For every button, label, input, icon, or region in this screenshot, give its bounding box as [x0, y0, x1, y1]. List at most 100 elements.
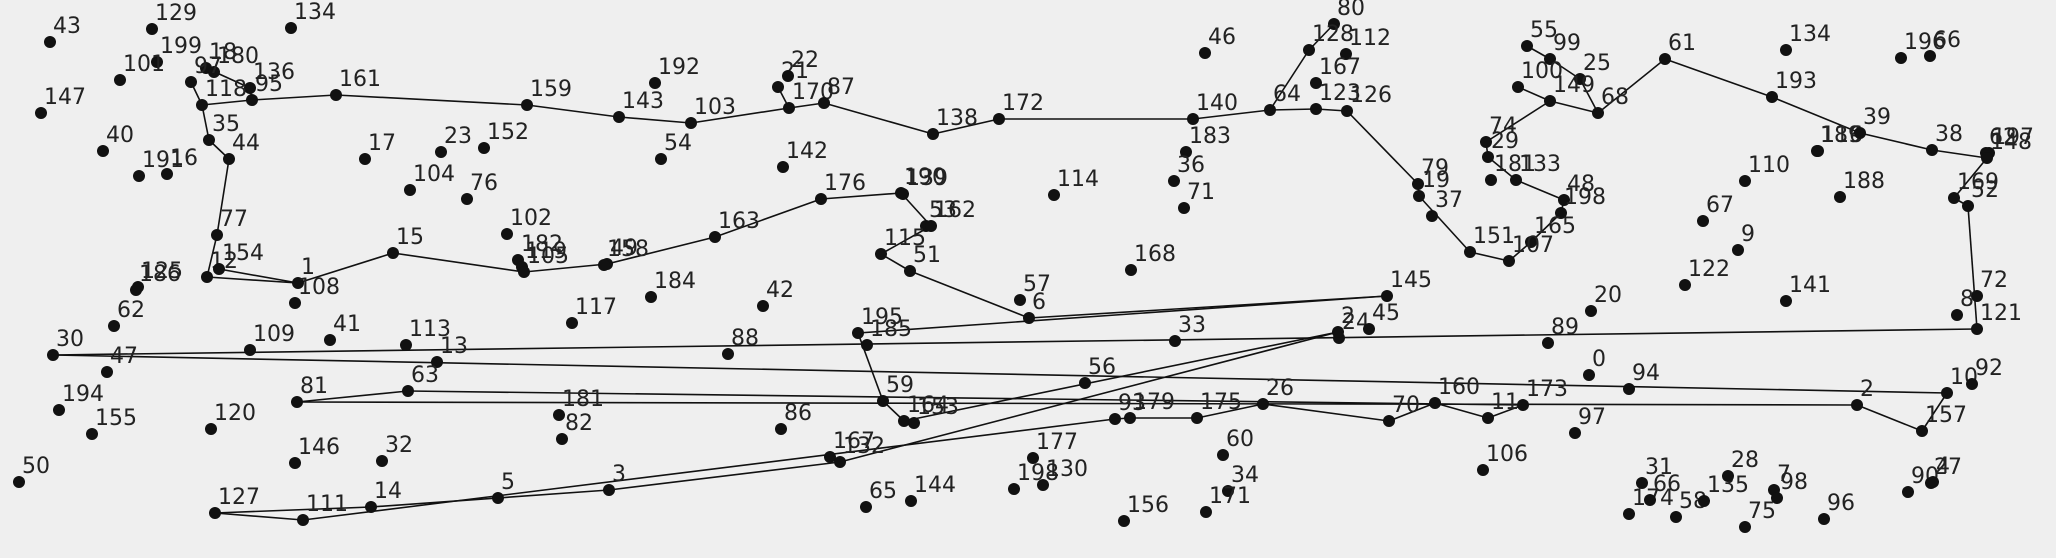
point-label: 197: [1992, 125, 2034, 150]
point-label: 54: [664, 131, 692, 156]
point-129: 2: [1332, 304, 1355, 338]
connection-line: [302, 418, 1116, 521]
point-label: 2: [1860, 377, 1874, 402]
point-label: 7: [1777, 462, 1791, 487]
point-30: 123: [1310, 81, 1361, 115]
point-152: 70: [1383, 393, 1420, 427]
point-label: 186: [139, 262, 181, 287]
point-133: 47: [101, 344, 138, 378]
point-142: 120: [205, 401, 256, 435]
point-marker: [1014, 294, 1026, 306]
point-marker: [1503, 255, 1515, 267]
point-marker: [1521, 40, 1533, 52]
point-marker: [1780, 44, 1792, 56]
point-label: 86: [784, 401, 812, 426]
point-label: 89: [1551, 315, 1579, 340]
point-label: 176: [824, 171, 866, 196]
point-label: 129: [155, 1, 197, 26]
point-marker: [655, 153, 667, 165]
connection-line: [407, 390, 1524, 406]
point-label: 28: [1731, 448, 1759, 473]
point-marker: [330, 89, 342, 101]
point-label: 8: [1960, 287, 1974, 312]
point-marker: [1118, 515, 1130, 527]
point-label: 156: [1127, 493, 1169, 518]
point-115: 72: [1971, 268, 2008, 302]
point-marker: [645, 291, 657, 303]
point-marker: [898, 415, 910, 427]
point-marker: [244, 82, 256, 94]
point-50: 40: [97, 123, 134, 157]
point-label: 140: [1196, 91, 1238, 116]
point-marker: [211, 229, 223, 241]
point-145: 86: [775, 401, 812, 435]
point-151: 26: [1257, 376, 1294, 410]
point-marker: [709, 231, 721, 243]
point-87: 154: [213, 241, 264, 275]
point-label: 198: [1564, 185, 1606, 210]
point-label: 100: [1521, 59, 1563, 84]
point-marker: [772, 81, 784, 93]
point-label: 152: [487, 120, 529, 145]
point-111: 57: [1014, 272, 1051, 306]
point-marker: [1413, 190, 1425, 202]
point-marker: [44, 36, 56, 48]
point-118: 30: [47, 327, 84, 361]
point-34: 100: [1512, 59, 1563, 93]
point-155: 173: [1517, 377, 1568, 411]
point-52: 44: [223, 131, 260, 165]
point-19: 170: [783, 80, 834, 114]
point-46: 38: [1926, 122, 1963, 156]
connection-line: [1487, 404, 1524, 419]
point-marker: [566, 317, 578, 329]
point-label: 193: [1775, 69, 1817, 94]
point-marker: [1679, 279, 1691, 291]
point-marker: [1199, 47, 1211, 59]
point-marker: [1948, 192, 1960, 204]
point-57: 152: [478, 120, 529, 154]
point-label: 38: [1935, 122, 1963, 147]
point-74: 133: [1510, 152, 1561, 186]
point-marker: [1200, 506, 1212, 518]
point-marker: [1341, 105, 1353, 117]
point-label: 102: [510, 206, 552, 231]
connection-line: [820, 192, 902, 200]
point-marker: [1525, 236, 1537, 248]
point-label: 107: [1512, 233, 1554, 258]
point-label: 117: [575, 295, 617, 320]
point-label: 48: [1567, 172, 1595, 197]
point-marker: [1569, 427, 1581, 439]
point-81: 110: [1739, 153, 1790, 187]
point-12: 161: [330, 67, 381, 101]
point-marker: [108, 320, 120, 332]
point-marker: [521, 99, 533, 111]
point-marker: [1834, 191, 1846, 203]
connection-line: [214, 506, 372, 514]
point-label: 132: [843, 434, 885, 459]
point-180: 156: [1118, 493, 1169, 527]
point-119: 62: [108, 298, 145, 332]
point-124: 13: [431, 334, 468, 368]
point-label: 158: [607, 237, 649, 262]
connection-line: [251, 94, 337, 101]
point-5: 147: [35, 85, 86, 119]
point-marker: [292, 277, 304, 289]
point-label: 175: [1200, 390, 1242, 415]
point-183: 66: [1644, 472, 1681, 506]
point-150: 175: [1191, 390, 1242, 424]
point-73: 181: [1485, 152, 1536, 186]
point-label: 45: [1372, 301, 1400, 326]
point-1: 129: [146, 1, 197, 35]
point-103: 151: [1464, 224, 1515, 258]
connection-line: [857, 295, 1388, 334]
point-label: 16: [170, 146, 198, 171]
point-marker: [1924, 50, 1936, 62]
connection-line: [526, 104, 620, 118]
point-164: 167: [824, 429, 875, 463]
point-108: 184: [645, 269, 696, 303]
point-marker: [1558, 194, 1570, 206]
point-marker: [1698, 495, 1710, 507]
point-label: 184: [654, 269, 696, 294]
connection-line: [1931, 149, 1988, 159]
point-38: 61: [1659, 31, 1696, 65]
